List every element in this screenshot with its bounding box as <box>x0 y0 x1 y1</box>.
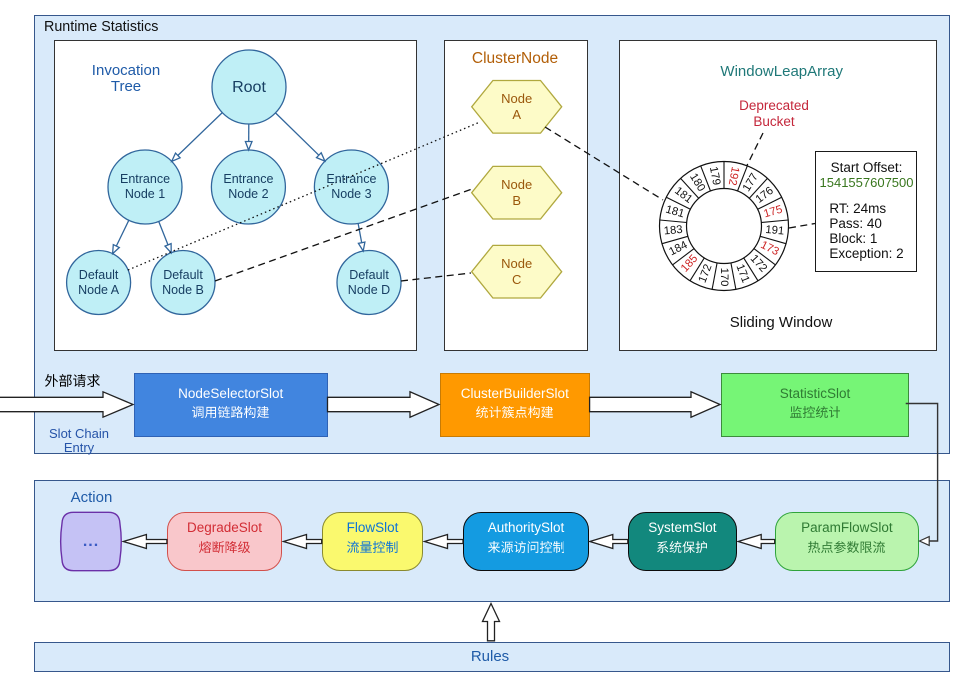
svg-text:170: 170 <box>718 268 730 287</box>
svg-text:179: 179 <box>707 166 722 187</box>
svg-text:191: 191 <box>765 224 785 238</box>
svg-text:183: 183 <box>663 224 683 238</box>
svg-text:192: 192 <box>726 166 741 187</box>
svg-text:181: 181 <box>664 204 685 221</box>
svg-text:175: 175 <box>762 204 783 221</box>
